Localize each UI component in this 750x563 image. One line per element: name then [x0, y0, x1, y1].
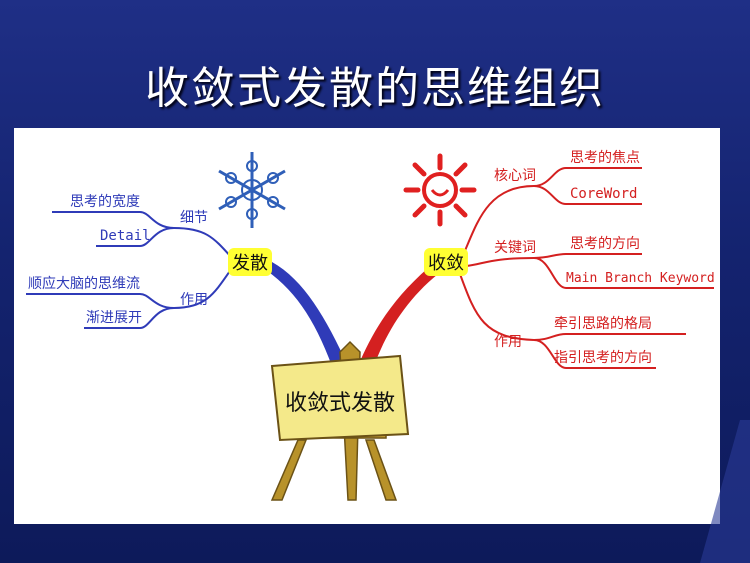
left-leaf-detail: Detail	[100, 228, 151, 244]
right-leaf-direction: 思考的方向	[570, 236, 640, 252]
left-node-box	[228, 248, 272, 276]
sun-icon	[403, 153, 477, 227]
right-branch-label-key: 关键词	[494, 240, 536, 256]
right-branch-label-core: 核心词	[494, 168, 536, 184]
right-main-branch	[358, 268, 438, 366]
diagram-panel: 发散 收敛 细节 作用 思考的宽度 Detail 顺应大脑的思维流 渐进展开 核…	[14, 128, 720, 524]
right-leaf-focus: 思考的焦点	[570, 150, 640, 166]
left-leaf-gradual: 渐进展开	[86, 310, 142, 326]
left-main-branch	[260, 262, 348, 366]
easel-icon	[270, 340, 410, 501]
right-leaf-main-branch: Main Branch Keyword	[566, 271, 715, 286]
left-branch-lines	[26, 211, 233, 329]
left-branch-label-detail: 细节	[180, 210, 208, 226]
right-leaf-pattern: 牵引思路的格局	[554, 316, 652, 332]
right-node-box	[424, 248, 468, 276]
right-leaf-coreword: CoreWord	[570, 186, 637, 202]
snowflake-icon	[218, 152, 286, 228]
left-node-label: 发散	[232, 253, 268, 274]
left-leaf-flow: 顺应大脑的思维流	[28, 275, 140, 292]
right-branch-label-function: 作用	[494, 334, 522, 350]
center-node-label: 收敛式发散	[285, 391, 395, 416]
right-leaf-guide: 指引思考的方向	[554, 350, 652, 366]
mindmap-diagram: 发散 收敛 细节 作用 思考的宽度 Detail 顺应大脑的思维流 渐进展开 核…	[26, 150, 715, 501]
left-branch-label-function: 作用	[180, 292, 208, 308]
slide-title: 收敛式发散的思维组织	[145, 63, 605, 114]
right-node-label: 收敛	[428, 253, 464, 274]
left-leaf-width: 思考的宽度	[70, 193, 140, 210]
